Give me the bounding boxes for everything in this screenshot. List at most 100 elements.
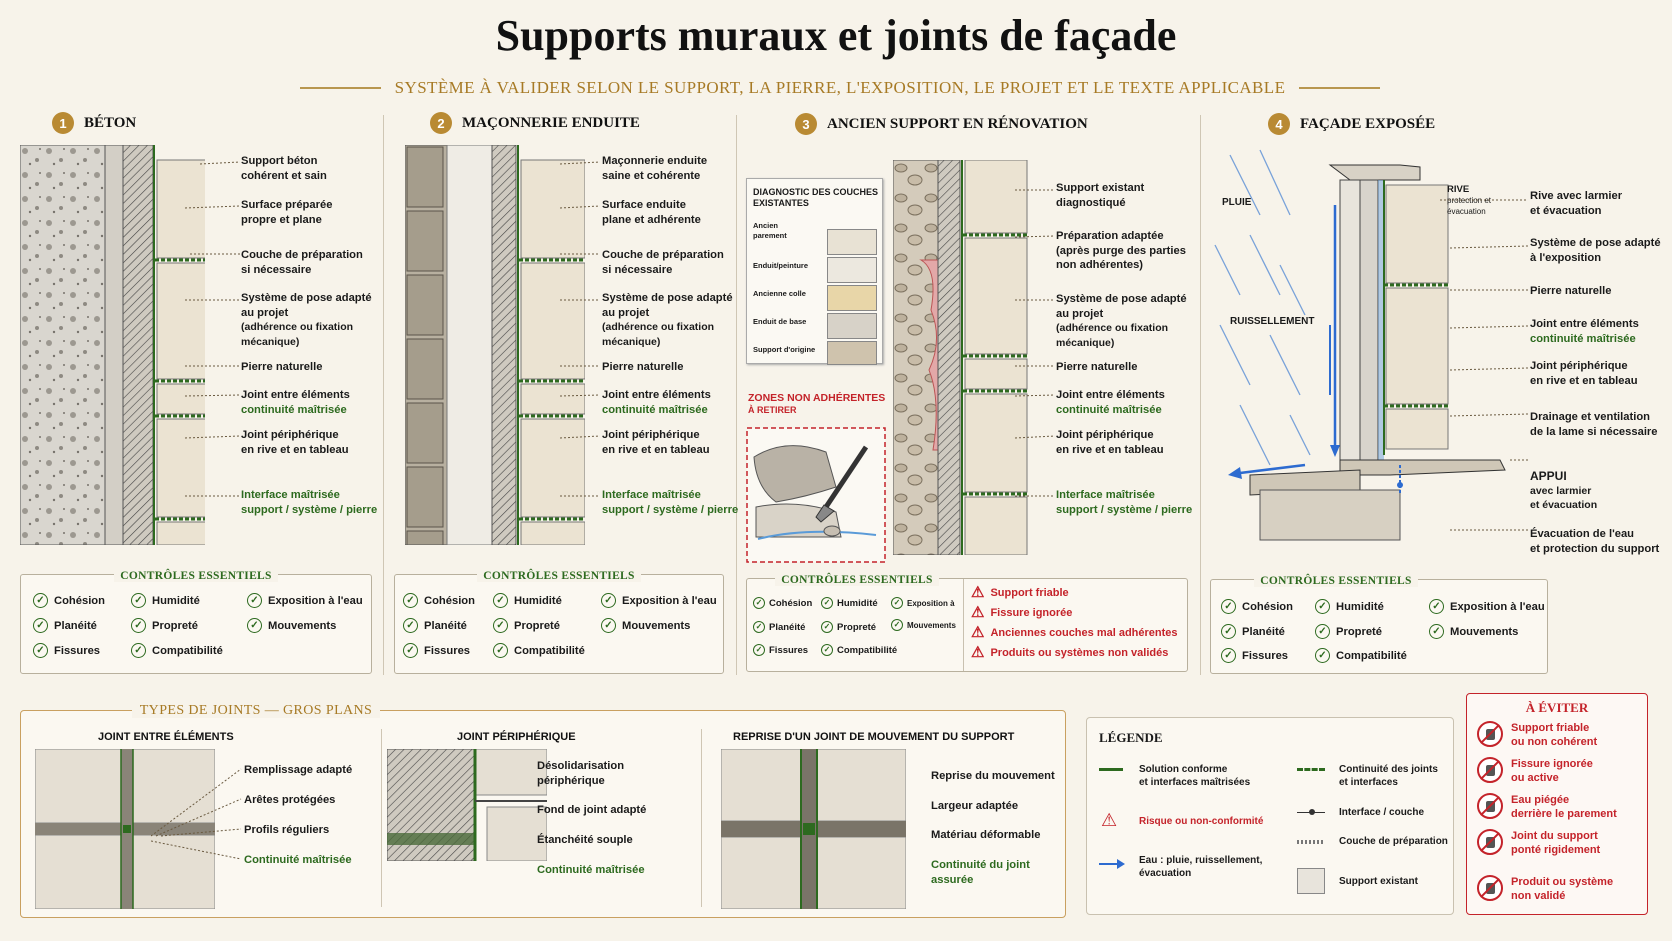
legend-prep-swatch xyxy=(1297,840,1325,844)
prohibited-icon xyxy=(1477,829,1503,855)
check-icon: ✓ xyxy=(1221,599,1236,614)
jp3-label: Largeur adaptée xyxy=(931,800,1019,812)
check-planeite: ✓Planéité xyxy=(1221,624,1285,639)
layer-swatch xyxy=(827,257,877,283)
section-3-badge: 3 xyxy=(795,113,817,135)
prohibited-icon xyxy=(1477,757,1503,783)
section-2-illustration xyxy=(405,145,585,545)
separator xyxy=(1200,115,1201,675)
legend-item: Couche de préparation xyxy=(1339,836,1448,847)
check-icon: ✓ xyxy=(821,644,833,656)
check-icon: ✓ xyxy=(403,593,418,608)
check-cohesion: ✓Cohésion xyxy=(33,593,105,608)
legend-interface-dot xyxy=(1309,809,1315,815)
check-mouvements: ✓Mouvements xyxy=(247,618,336,633)
warning-icon: ⚠ xyxy=(1101,810,1118,830)
layer-label: Enduit de base xyxy=(753,317,807,326)
prohibited-icon xyxy=(1477,721,1503,747)
check-icon: ✓ xyxy=(891,597,903,609)
section-1-illustration xyxy=(20,145,205,545)
check-fissures: ✓Fissures xyxy=(33,643,100,658)
check-icon: ✓ xyxy=(1221,624,1236,639)
jp1-label: Arêtes protégées xyxy=(244,794,336,806)
check-exposition: ✓Exposition à xyxy=(891,597,955,609)
jp3-label: Reprise du mouvement xyxy=(931,770,1055,782)
s2-leaders xyxy=(560,161,601,497)
s4-label-pierre: Pierre naturelle xyxy=(1530,285,1612,297)
avoid-title: À ÉVITER xyxy=(1525,700,1589,715)
check-planeite: ✓Planéité xyxy=(33,618,97,633)
s2-label-pierre: Pierre naturelle xyxy=(602,361,684,373)
check-icon: ✓ xyxy=(403,618,418,633)
warning-icon: ⚠ xyxy=(971,624,985,641)
check-icon: ✓ xyxy=(131,593,146,608)
check-proprete: ✓Propreté xyxy=(131,618,198,633)
controls-title: CONTRÔLES ESSENTIELS xyxy=(114,570,278,582)
layer-label: Ancienne colle xyxy=(753,289,806,298)
jp2-label: Fond de joint adapté xyxy=(537,804,647,816)
jp1-label: Profils réguliers xyxy=(244,824,330,836)
s1-leaders xyxy=(184,161,241,497)
legend-solid-green xyxy=(1099,768,1123,771)
s1-label-pierre: Pierre naturelle xyxy=(241,361,323,373)
warning-icon: ⚠ xyxy=(971,584,985,601)
joint-closeup-2 xyxy=(387,749,547,861)
check-cohesion: ✓Cohésion xyxy=(753,597,812,609)
section-3-title: ANCIEN SUPPORT EN RÉNOVATION xyxy=(827,115,1088,132)
subtitle-rule-left xyxy=(300,87,381,89)
check-icon: ✓ xyxy=(493,593,508,608)
check-icon: ✓ xyxy=(601,618,616,633)
check-icon: ✓ xyxy=(33,593,48,608)
check-icon: ✓ xyxy=(247,593,262,608)
warning-icon: ⚠ xyxy=(971,604,985,621)
check-planeite: ✓Planéité xyxy=(753,621,805,633)
separator xyxy=(963,579,964,671)
joint-panel-1-title: JOINT ENTRE ÉLÉMENTS xyxy=(98,731,234,743)
controls-panel-2: CONTRÔLES ESSENTIELS ✓Cohésion ✓Humidité… xyxy=(394,570,724,674)
subtitle-row: SYSTÈME À VALIDER SELON LE SUPPORT, LA P… xyxy=(300,78,1381,98)
prohibited-icon xyxy=(1477,875,1503,901)
jp1-leaders xyxy=(151,768,242,860)
section-4-header: 4 FAÇADE EXPOSÉE xyxy=(1268,113,1435,135)
s3-leaders xyxy=(1015,189,1056,497)
check-fissures: ✓Fissures xyxy=(403,643,470,658)
section-2-title: MAÇONNERIE ENDUITE xyxy=(462,114,640,131)
check-compatibilite: ✓Compatibilité xyxy=(1315,648,1407,663)
subtitle-rule-right xyxy=(1299,87,1381,89)
check-proprete: ✓Propreté xyxy=(493,618,560,633)
legend-dashed-green xyxy=(1297,768,1325,771)
s4-leaders xyxy=(1440,199,1529,531)
layer-swatch xyxy=(827,341,877,365)
legend-item: Support existant xyxy=(1339,876,1418,887)
jp1-label: Remplissage adapté xyxy=(244,764,353,776)
joint-closeup-1 xyxy=(35,749,215,909)
arrow-icon xyxy=(1099,863,1119,865)
layer-swatch xyxy=(827,285,877,311)
layer-label: Support d'origine xyxy=(753,345,816,354)
